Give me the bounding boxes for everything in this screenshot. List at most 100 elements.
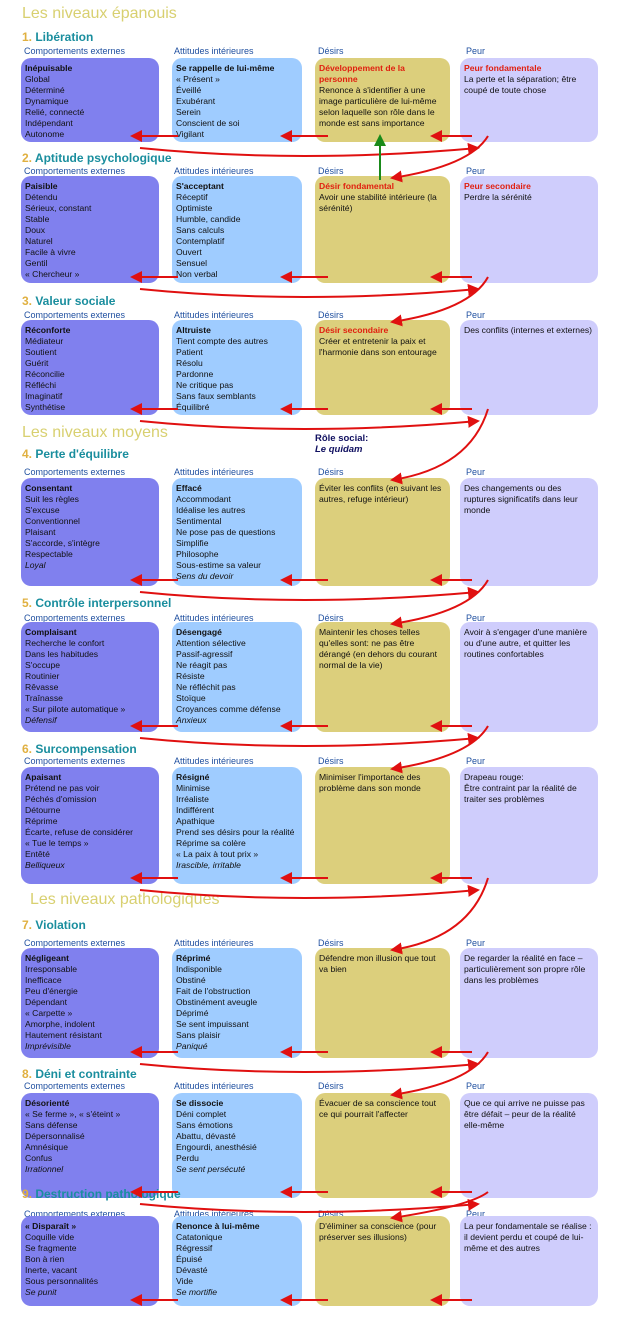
box-item: « Chercheur » (25, 269, 80, 279)
box-item: Sérieux, constant (25, 203, 92, 213)
box-title: Négligeant (25, 953, 69, 963)
section-epanouis: Les niveaux épanouis (22, 5, 177, 22)
box-item: Irresponsable (25, 964, 78, 974)
box-item: Sous personnalités (25, 1276, 99, 1286)
box-item: Avoir une stabilité intérieure (la sérén… (319, 192, 437, 213)
column-header: Désirs (318, 1209, 344, 1219)
box-title: Peur secondaire (464, 181, 531, 191)
box-item: S'excuse (25, 505, 60, 515)
level-name: Libération (35, 30, 94, 44)
box-item: Indépendant (25, 118, 73, 128)
box-item: Tient compte des autres (176, 336, 268, 346)
box-item: Écarte, refuse de considérer (25, 827, 133, 837)
box-item: Dépendant (25, 997, 68, 1007)
box-item: Respectable (25, 549, 73, 559)
box-item: Ne réagit pas (176, 660, 228, 670)
box-item: Se fragmente (25, 1243, 77, 1253)
box-item: Réceptif (176, 192, 208, 202)
box-item: Ne critique pas (176, 380, 234, 390)
box-title: Apaisant (25, 772, 62, 782)
role-social-value: Le quidam (315, 444, 363, 455)
box-item: Déprimé (176, 1008, 209, 1018)
box-item: Sensuel (176, 258, 208, 268)
column-header: Attitudes intérieures (174, 613, 254, 623)
box-title: Réprimé (176, 953, 211, 963)
level-title: 7. Violation (22, 918, 86, 932)
box-item: Sous-estime sa valeur (176, 560, 262, 570)
column-header: Attitudes intérieures (174, 1209, 254, 1219)
column-header: Désirs (318, 467, 344, 477)
level-box-col3: Éviter les conflits (en suivant les autr… (315, 478, 450, 586)
box-item: Avoir à s'engager d'une manière ou d'une… (464, 627, 588, 659)
column-header: Comportements externes (24, 938, 126, 948)
box-title: Se rappelle de lui-même (176, 63, 275, 73)
box-item: Abattu, dévasté (176, 1131, 236, 1141)
box-item: Amnésique (25, 1142, 68, 1152)
level-box-col3: D'éliminer sa conscience (pour préserver… (315, 1216, 450, 1306)
box-item: Obstiné (176, 975, 206, 985)
box-item: Stoïque (176, 693, 206, 703)
box-item: Maintenir les choses telles qu'elles son… (319, 627, 438, 670)
column-header: Peur (466, 756, 486, 766)
flow-arrow (139, 415, 480, 430)
box-item: Réprime (25, 816, 58, 826)
box-title: Désengagé (176, 627, 222, 637)
level-number: 5. (22, 596, 36, 610)
box-item: Autonome (25, 129, 65, 139)
box-item: Stable (25, 214, 50, 224)
box-item: Minimiser l'importance des problème dans… (319, 772, 421, 793)
box-item: Sans faux semblants (176, 391, 256, 401)
column-header: Comportements externes (24, 310, 126, 320)
level-box-col4: Des conflits (internes et externes) (460, 320, 598, 415)
box-item: Rêvasse (25, 682, 59, 692)
box-title: Développement de la personne (319, 63, 405, 84)
box-item-italic: Irascible, irritable (176, 860, 241, 870)
box-item: Doux (25, 225, 46, 235)
level-name: Surcompensation (35, 742, 137, 756)
box-title: Résigné (176, 772, 210, 782)
box-item: Amorphe, indolent (25, 1019, 95, 1029)
box-item: Éveillé (176, 85, 202, 95)
box-item: Non verbal (176, 269, 218, 279)
column-header: Peur (466, 310, 486, 320)
column-header: Attitudes intérieures (174, 310, 254, 320)
box-item: Sans défense (25, 1120, 78, 1130)
section-moyens: Les niveaux moyens (22, 424, 168, 441)
box-item: Prétend ne pas voir (25, 783, 100, 793)
box-item: Déni complet (176, 1109, 227, 1119)
level-box-col4: De regarder la réalité en face – particu… (460, 948, 598, 1058)
level-number: 3. (22, 294, 36, 308)
box-item: Résolu (176, 358, 203, 368)
level-name: Contrôle interpersonnel (35, 596, 172, 610)
box-item: « Se ferme », « s'éteint » (25, 1109, 121, 1119)
box-title: Inépuisable (25, 63, 73, 73)
column-header: Comportements externes (24, 613, 126, 623)
box-item-italic: Se mortifie (176, 1287, 218, 1297)
box-item: Défendre mon illusion que tout va bien (319, 953, 436, 974)
flow-arrow (139, 142, 480, 157)
level-number: 7. (22, 918, 36, 932)
box-item: Serein (176, 107, 201, 117)
box-item: Conscient de soi (176, 118, 240, 128)
column-header: Désirs (318, 1081, 344, 1091)
box-item-italic: Paniqué (176, 1041, 208, 1051)
box-item: Recherche le confort (25, 638, 105, 648)
level-name: Violation (35, 918, 86, 932)
box-item: Passif-agressif (176, 649, 233, 659)
column-header: Comportements externes (24, 1209, 126, 1219)
box-item: Facile à vivre (25, 247, 76, 257)
box-title: Désir secondaire (319, 325, 389, 335)
level-box-col4: Des changements ou des ruptures signific… (460, 478, 598, 586)
flow-arrow (139, 586, 480, 601)
box-item: Réconcilie (25, 369, 65, 379)
box-item-italic: Belliqueux (25, 860, 65, 870)
box-item: Contemplatif (176, 236, 225, 246)
